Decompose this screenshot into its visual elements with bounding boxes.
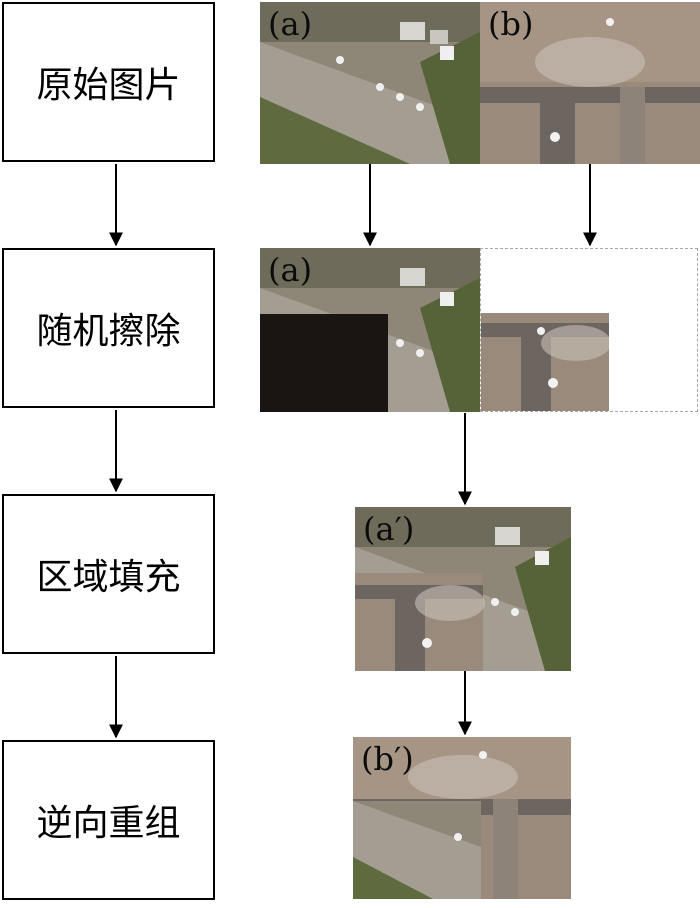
- stage-fill-box: 区域填充: [2, 494, 215, 654]
- cropped-image-b: [481, 313, 609, 411]
- stage-fill-label: 区域填充: [36, 557, 181, 598]
- erased-image-a: (a): [260, 248, 480, 412]
- stage-original-box: 原始图片: [2, 2, 215, 162]
- filled-image-label: (a′): [363, 510, 415, 548]
- filled-patch: [355, 573, 485, 671]
- recombined-patch: [353, 801, 481, 899]
- stage-erase-label: 随机擦除: [36, 311, 181, 352]
- image-b: (b): [480, 2, 700, 164]
- cropped-image-b-frame: [480, 248, 698, 412]
- stage-erase-box: 随机擦除: [2, 248, 215, 408]
- image-a-label: (a): [268, 5, 313, 43]
- filled-image: (a′): [355, 507, 571, 671]
- stage-original-label: 原始图片: [36, 65, 181, 106]
- image-b-label: (b): [488, 5, 534, 43]
- recombined-image: (b′): [353, 737, 571, 899]
- stage-recombine-box: 逆向重组: [2, 740, 215, 900]
- erased-block: [260, 314, 388, 412]
- stage-recombine-label: 逆向重组: [36, 803, 181, 844]
- image-a: (a): [260, 2, 480, 164]
- erased-image-a-label: (a): [268, 251, 313, 289]
- recombined-image-label: (b′): [361, 740, 414, 778]
